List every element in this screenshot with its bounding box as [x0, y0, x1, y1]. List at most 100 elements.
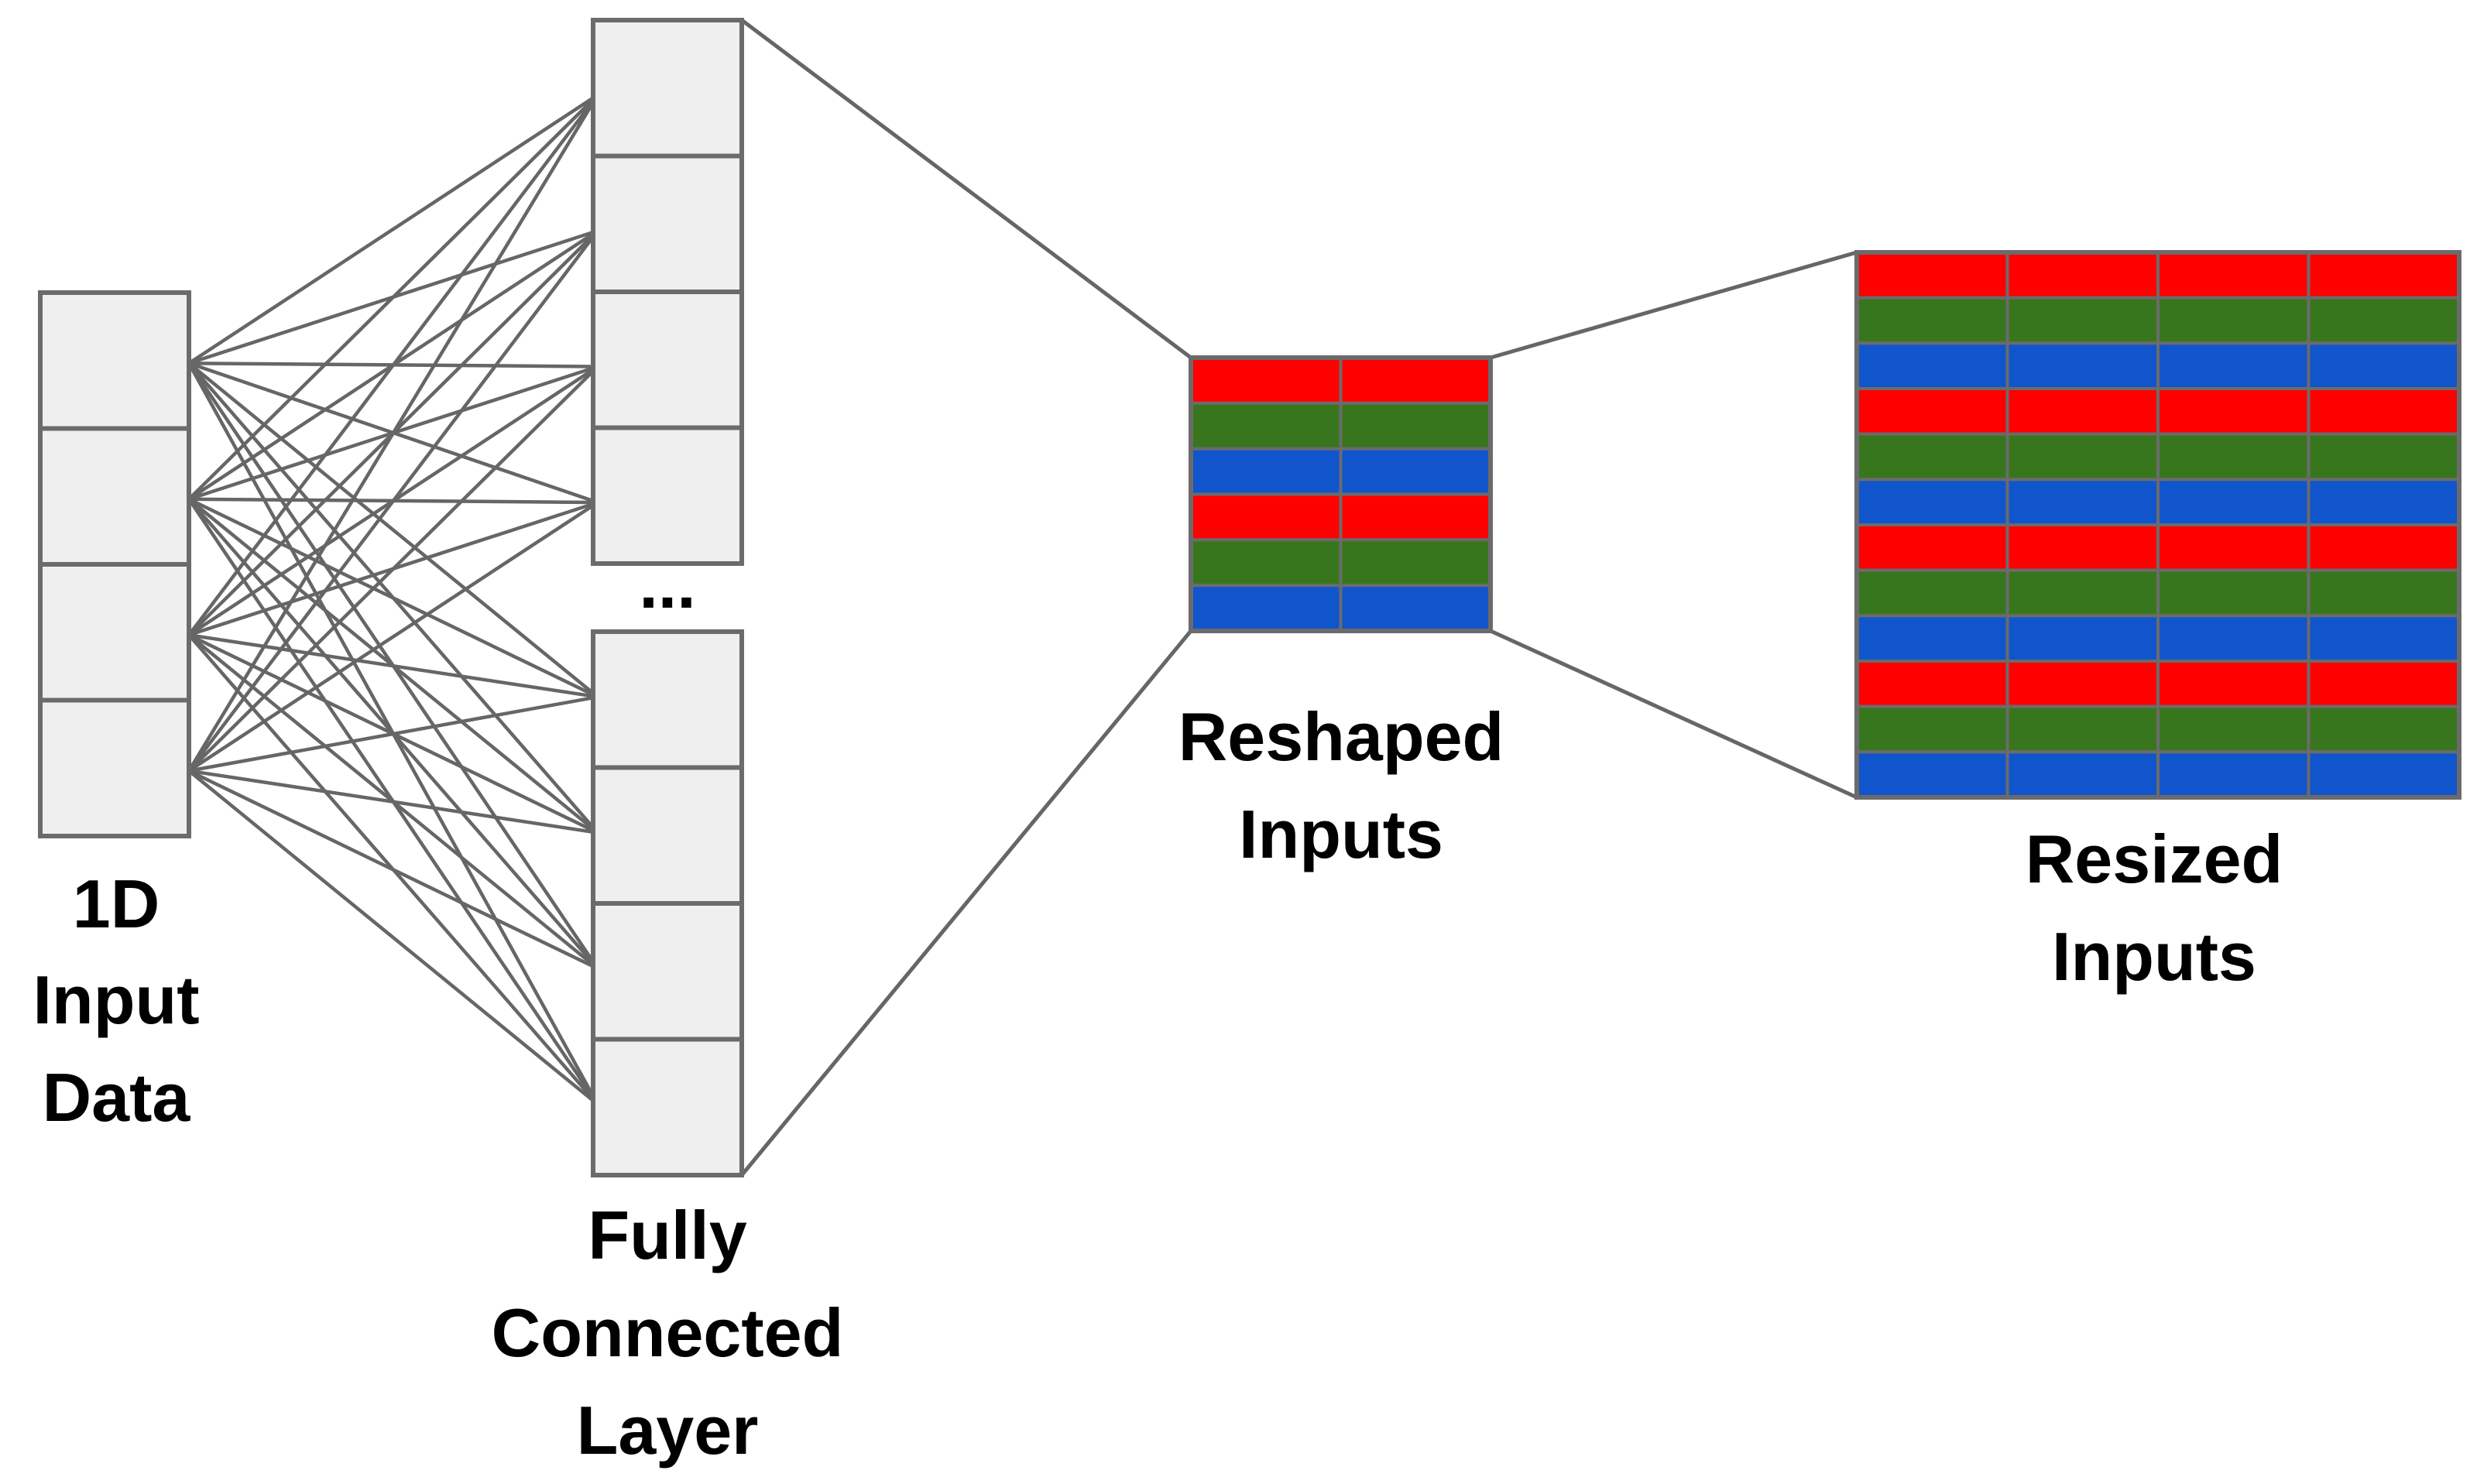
zoom-line-resized-bottom — [1489, 629, 1858, 800]
resized-cell-r5-c4 — [2307, 432, 2461, 482]
connection-4-6 — [188, 769, 599, 835]
resized-cell-r11-c2 — [2005, 704, 2160, 754]
fc-bottom-cell-3 — [591, 901, 744, 1042]
reshaped-cell-r5-c2 — [1339, 538, 1492, 588]
reshaped-frame — [1189, 355, 1493, 633]
resized-cell-r6-c3 — [2156, 478, 2310, 526]
resized-cell-r4-c1 — [1855, 387, 2009, 436]
resized-frame — [1854, 250, 2461, 800]
input-data-column — [38, 290, 191, 838]
input-label-line-2: Input — [33, 961, 199, 1038]
fc-top-cell-1 — [591, 18, 744, 159]
connection-4-4 — [187, 501, 599, 773]
resized-cell-r1-c4 — [2307, 251, 2461, 300]
resized-cell-r2-c2 — [2005, 296, 2160, 345]
resized-cell-r9-c4 — [2307, 614, 2461, 663]
resized-cell-r7-c4 — [2307, 523, 2461, 572]
resized-label-line-2: Inputs — [2052, 918, 2256, 995]
reshaped-cell-r5-c1 — [1189, 538, 1343, 588]
fully-connected-layer-top — [591, 18, 744, 566]
connection-4-2 — [187, 229, 599, 773]
input-cell-3 — [38, 562, 191, 703]
resized-cell-r3-c3 — [2156, 341, 2310, 391]
resized-cell-r3-c1 — [1855, 341, 2009, 391]
resized-cell-r7-c3 — [2156, 523, 2310, 572]
connection-3-5 — [188, 633, 599, 699]
resized-cell-r12-c2 — [2005, 750, 2160, 799]
reshaped-inputs-grid — [1189, 355, 1493, 633]
resized-cell-r4-c2 — [2005, 387, 2160, 436]
resized-cell-r1-c1 — [1855, 251, 2009, 300]
resized-cell-r1-c2 — [2005, 251, 2160, 300]
resized-cell-r2-c4 — [2307, 296, 2461, 345]
fc-bottom-cell-4 — [591, 1037, 744, 1177]
reshaped-cell-r6-c1 — [1189, 584, 1343, 633]
reshaped-cell-r3-c2 — [1339, 447, 1492, 496]
reshaped-label-line-2: Inputs — [1239, 796, 1443, 872]
resized-cell-r9-c1 — [1855, 614, 2009, 663]
fully-connected-connections — [187, 93, 599, 1106]
reshaped-cell-r1-c1 — [1189, 356, 1343, 405]
fc-top-cell-3 — [591, 290, 744, 430]
resized-cell-r6-c2 — [2005, 478, 2160, 526]
connection-4-8 — [187, 769, 599, 1106]
resized-cell-r3-c2 — [2005, 341, 2160, 391]
resized-cell-r10-c4 — [2307, 660, 2461, 708]
resized-cell-r2-c1 — [1855, 296, 2009, 345]
zoom-lines — [740, 19, 1858, 1177]
connection-4-5 — [188, 695, 599, 773]
ellipsis-label: ... — [639, 546, 695, 622]
fc-bottom-cell-2 — [591, 765, 744, 906]
input-cell-2 — [38, 426, 191, 567]
reshaped-label: Reshaped Inputs — [1178, 698, 1504, 872]
resized-cell-r4-c4 — [2307, 387, 2461, 436]
resized-cell-r5-c2 — [2005, 432, 2160, 482]
zoom-line-fc-bottom — [740, 629, 1192, 1177]
connection-1-5 — [187, 362, 599, 698]
resized-cell-r5-c3 — [2156, 432, 2310, 482]
resized-cell-r12-c3 — [2156, 750, 2310, 799]
fc-top-cell-2 — [591, 153, 744, 294]
connection-4-1 — [187, 94, 599, 772]
zoom-line-fc-top — [740, 19, 1192, 359]
resized-cell-r11-c4 — [2307, 704, 2461, 754]
input-label-line-1: 1D — [73, 865, 160, 942]
resized-label-line-1: Resized — [2026, 821, 2283, 897]
reshaped-cell-r6-c2 — [1339, 584, 1492, 633]
reshaped-cell-r1-c2 — [1339, 356, 1492, 405]
resized-cell-r10-c2 — [2005, 660, 2160, 708]
connection-2-1 — [187, 93, 599, 501]
reshaped-cell-r2-c2 — [1339, 401, 1492, 451]
resized-cell-r7-c2 — [2005, 523, 2160, 572]
reshaped-cell-r4-c2 — [1339, 492, 1492, 542]
resized-inputs-grid — [1854, 250, 2461, 800]
reshaped-cell-r2-c1 — [1189, 401, 1343, 451]
resized-cell-r5-c1 — [1855, 432, 2009, 482]
resized-cell-r8-c1 — [1855, 568, 2009, 618]
resized-cell-r11-c1 — [1855, 704, 2009, 754]
fully-connected-label-line-1: Fully — [588, 1197, 746, 1273]
resized-cell-r10-c1 — [1855, 660, 2009, 708]
resized-cell-r11-c3 — [2156, 704, 2310, 754]
resized-cell-r1-c3 — [2156, 251, 2310, 300]
connection-4-3 — [187, 365, 599, 773]
resized-cell-r10-c3 — [2156, 660, 2310, 708]
resized-label: Resized Inputs — [2026, 821, 2283, 995]
reshaped-cell-r3-c1 — [1189, 447, 1343, 496]
connection-2-5 — [188, 497, 599, 699]
reshaped-cell-r4-c1 — [1189, 492, 1343, 542]
fully-connected-label-line-2: Connected — [492, 1294, 844, 1371]
resized-cell-r3-c4 — [2307, 341, 2461, 391]
input-label: 1D Input Data — [33, 865, 199, 1136]
fc-bottom-cell-1 — [591, 629, 744, 770]
resized-cell-r8-c2 — [2005, 568, 2160, 618]
resized-cell-r7-c1 — [1855, 523, 2009, 572]
resized-cell-r12-c4 — [2307, 750, 2461, 799]
input-cell-4 — [38, 697, 191, 838]
resized-cell-r2-c3 — [2156, 296, 2310, 345]
input-label-line-3: Data — [43, 1059, 191, 1136]
resized-cell-r9-c2 — [2005, 614, 2160, 663]
reshaped-label-line-1: Reshaped — [1178, 698, 1504, 775]
resized-cell-r9-c3 — [2156, 614, 2310, 663]
